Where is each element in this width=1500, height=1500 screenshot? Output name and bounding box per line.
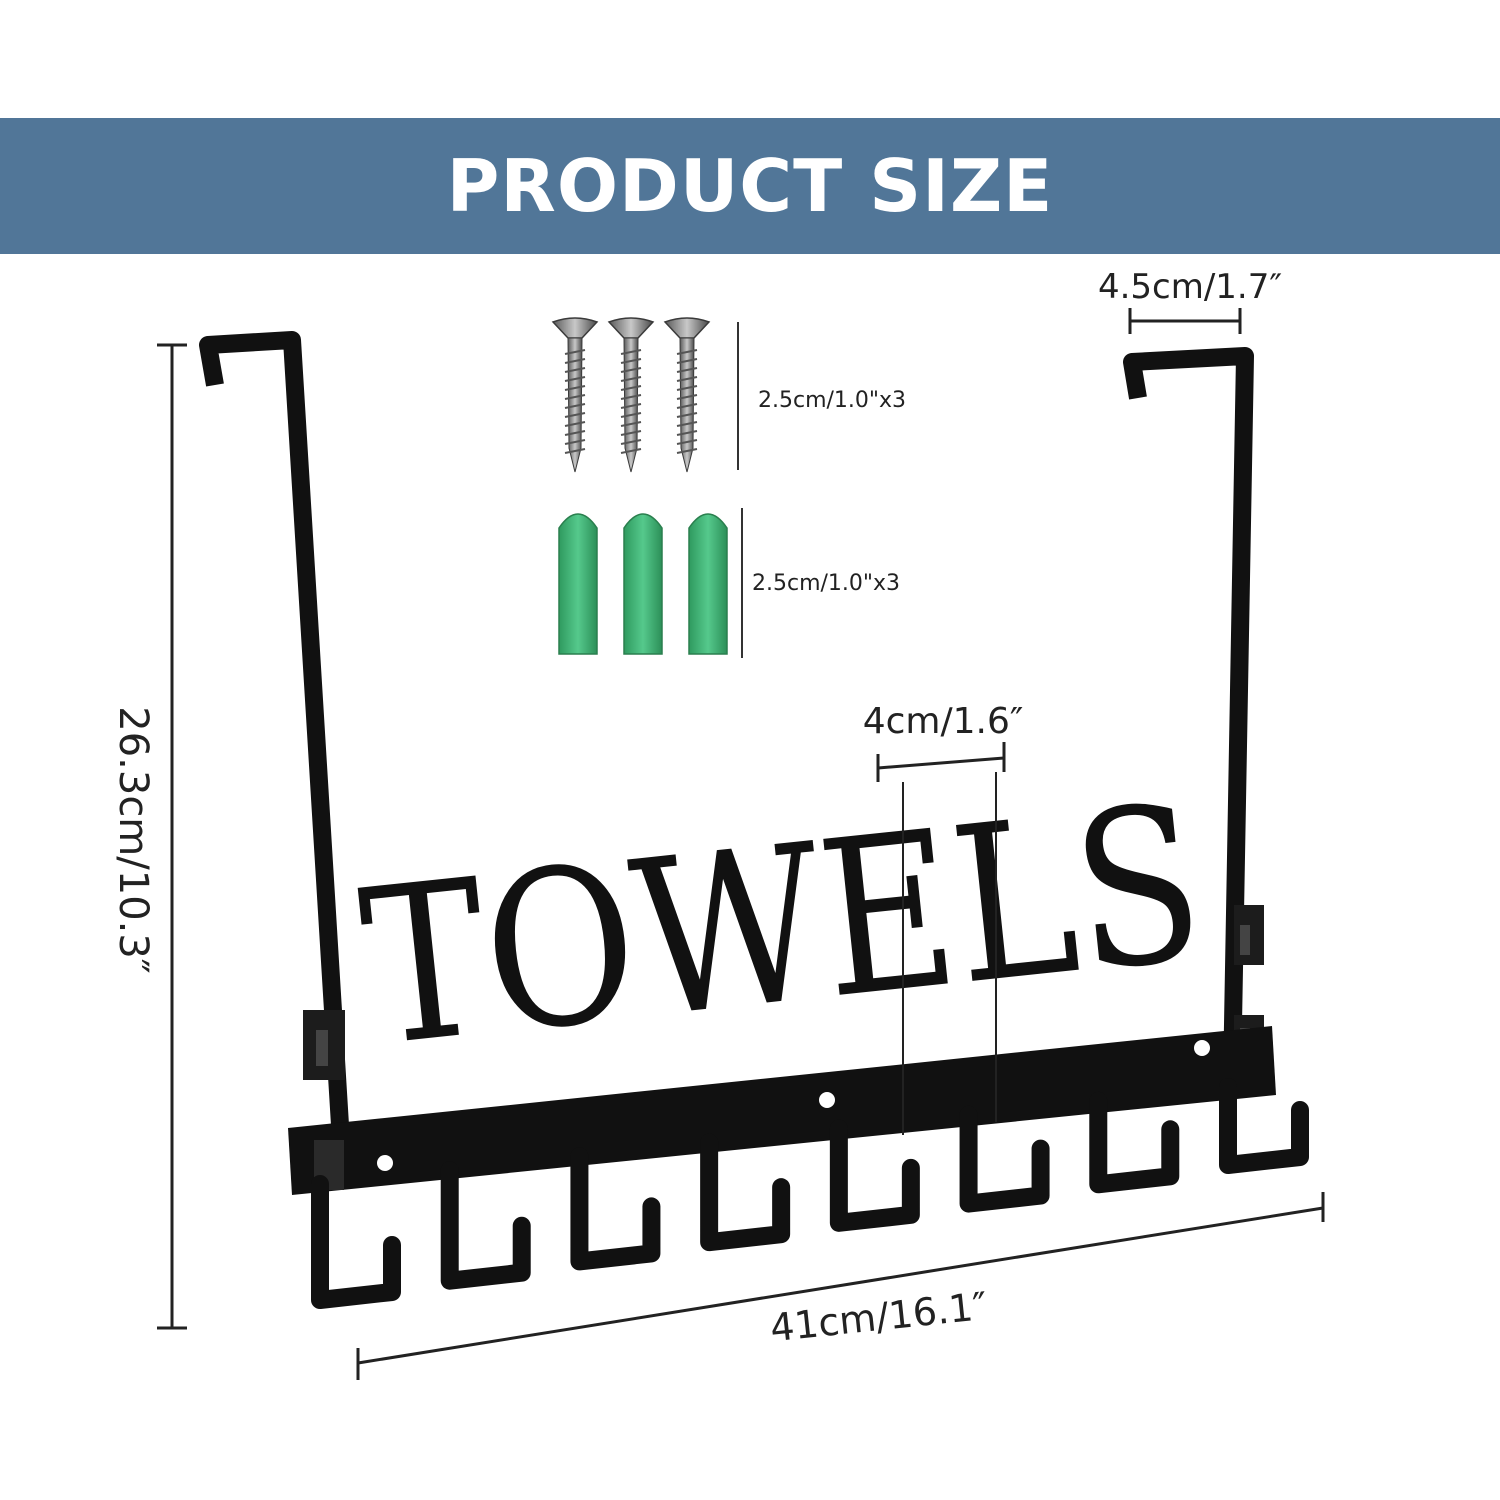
- hook-rail: [288, 1026, 1276, 1195]
- height-label: 26.3cm/10.3″: [110, 706, 156, 974]
- title-banner: PRODUCT SIZE: [0, 118, 1500, 254]
- mount-hole: [1194, 1040, 1210, 1056]
- wall-anchor-icon: [688, 513, 728, 655]
- towel-hook: [1219, 1078, 1309, 1174]
- screw-size-label: 2.5cm/1.0"x3: [758, 388, 906, 413]
- banner-title: PRODUCT SIZE: [446, 144, 1054, 228]
- towel-hook: [440, 1161, 531, 1290]
- anchor-size-label: 2.5cm/1.0"x3: [752, 571, 900, 596]
- towels-sign-text: TOWELS: [351, 757, 1213, 1094]
- towel-hook: [959, 1105, 1050, 1213]
- towel-hook: [1089, 1091, 1180, 1194]
- towel-hook: [829, 1119, 920, 1232]
- mount-hole: [377, 1155, 393, 1171]
- screw-icon: [607, 317, 655, 473]
- left-door-hook: [199, 331, 349, 1126]
- hook-spacing-label: 4cm/1.6″: [863, 701, 1024, 742]
- door-hook-width-label: 4.5cm/1.7″: [1098, 267, 1282, 307]
- width-label: 41cm/16.1″: [768, 1284, 989, 1351]
- wall-anchor-icon: [623, 513, 663, 655]
- screw-icon: [663, 317, 711, 473]
- mount-hole: [819, 1092, 835, 1108]
- door-hook-width-dimension: 4.5cm/1.7″: [1098, 267, 1282, 334]
- hook-spacing-dimension: 4cm/1.6″: [863, 701, 1024, 1135]
- height-dimension: 26.3cm/10.3″: [110, 343, 187, 1330]
- screw-group: [551, 317, 711, 473]
- towel-hook: [570, 1147, 661, 1271]
- towel-hook: [700, 1133, 791, 1252]
- towel-hook: [311, 1175, 401, 1309]
- hook-group: [311, 1078, 1309, 1309]
- screw-icon: [551, 317, 599, 473]
- wall-anchor-icon: [558, 513, 598, 655]
- anchor-group: [558, 513, 728, 655]
